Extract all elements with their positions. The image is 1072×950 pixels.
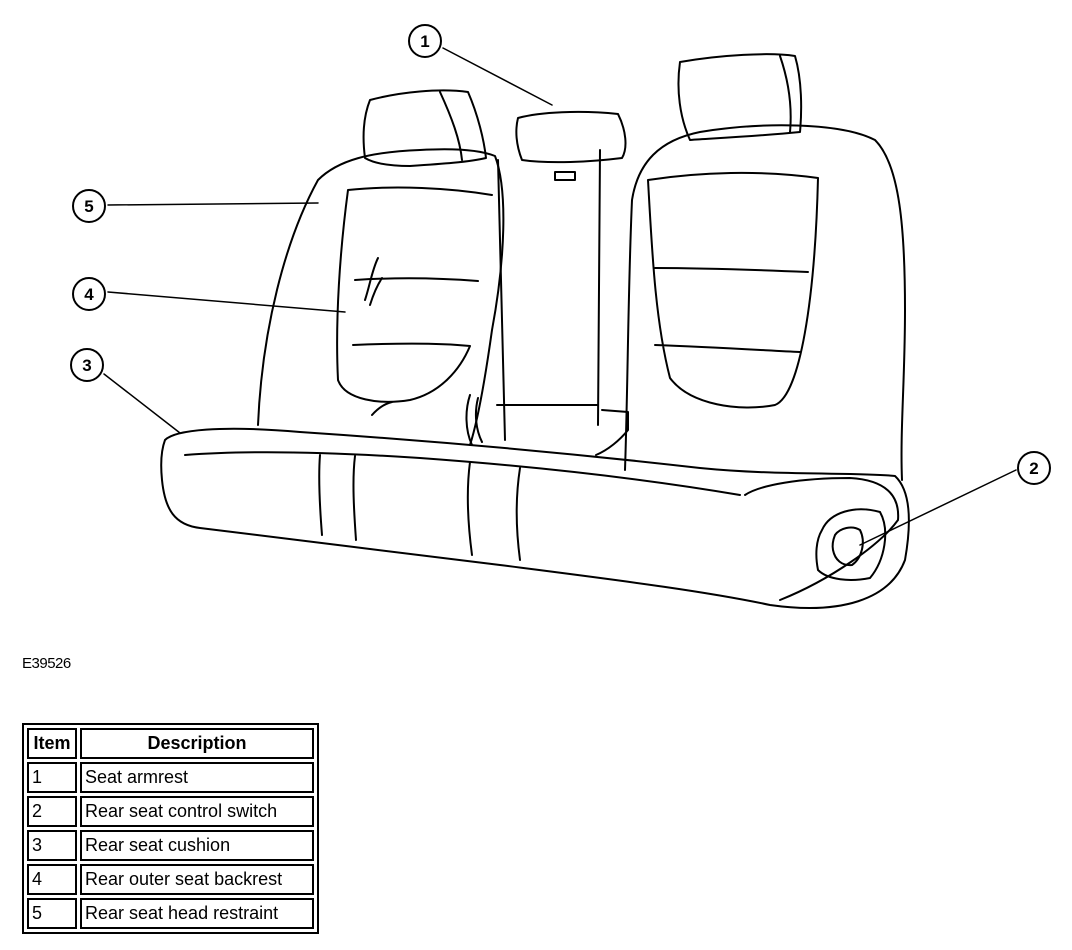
callout-3-label: 3: [82, 356, 91, 375]
callout-5-circle: [72, 189, 106, 223]
table-row: 4 Rear outer seat backrest: [27, 864, 314, 895]
callout-3-circle: [70, 348, 104, 382]
legend-item-number: 1: [27, 762, 77, 793]
leader-3: [103, 373, 181, 434]
legend-item-number: 2: [27, 796, 77, 827]
table-row: 3 Rear seat cushion: [27, 830, 314, 861]
legend-table: Item Description 1 Seat armrest 2 Rear s…: [22, 723, 319, 934]
legend-item-description: Rear seat control switch: [80, 796, 314, 827]
rear-seat-illustration: 1 2 3 4 5: [70, 24, 1051, 609]
legend-item-number: 4: [27, 864, 77, 895]
figure-code: E39526: [22, 655, 71, 672]
legend-header-row: Item Description: [27, 728, 314, 759]
control-switch: [831, 526, 864, 567]
legend-item-description: Seat armrest: [80, 762, 314, 793]
left-backrest-panel: [336, 186, 493, 403]
callout-2-circle: [1017, 451, 1051, 485]
callout-5-label: 5: [84, 197, 93, 216]
seat-cushion: [160, 427, 910, 609]
callout-4-circle: [72, 277, 106, 311]
table-row: 2 Rear seat control switch: [27, 796, 314, 827]
right-backrest-panel: [647, 171, 819, 409]
right-head-restraint: [677, 53, 803, 141]
legend-item-description: Rear seat cushion: [80, 830, 314, 861]
legend-header-description: Description: [80, 728, 314, 759]
leader-2: [859, 469, 1017, 546]
callout-1-circle: [408, 24, 442, 58]
leader-1: [442, 47, 553, 106]
right-backrest: [624, 124, 906, 481]
table-row: 1 Seat armrest: [27, 762, 314, 793]
left-backrest: [257, 148, 505, 446]
callout-2-label: 2: [1029, 459, 1038, 478]
leader-5: [107, 202, 319, 206]
leader-4: [107, 291, 346, 313]
callout-4-label: 4: [84, 285, 94, 304]
callout-bubbles: 1 2 3 4 5: [70, 24, 1051, 485]
center-seatbelt-buckle: [465, 394, 629, 456]
table-row: 5 Rear seat head restraint: [27, 898, 314, 929]
legend-item-description: Rear outer seat backrest: [80, 864, 314, 895]
left-backrest-crease: [364, 257, 393, 416]
legend-item-description: Rear seat head restraint: [80, 898, 314, 929]
legend-item-number: 5: [27, 898, 77, 929]
control-switch-bezel: [815, 508, 887, 581]
callout-1-label: 1: [420, 32, 429, 51]
left-head-restraint: [362, 89, 487, 167]
center-backrest: [496, 149, 601, 441]
legend-item-number: 3: [27, 830, 77, 861]
legend-header-item: Item: [27, 728, 77, 759]
armrest: [515, 110, 627, 164]
